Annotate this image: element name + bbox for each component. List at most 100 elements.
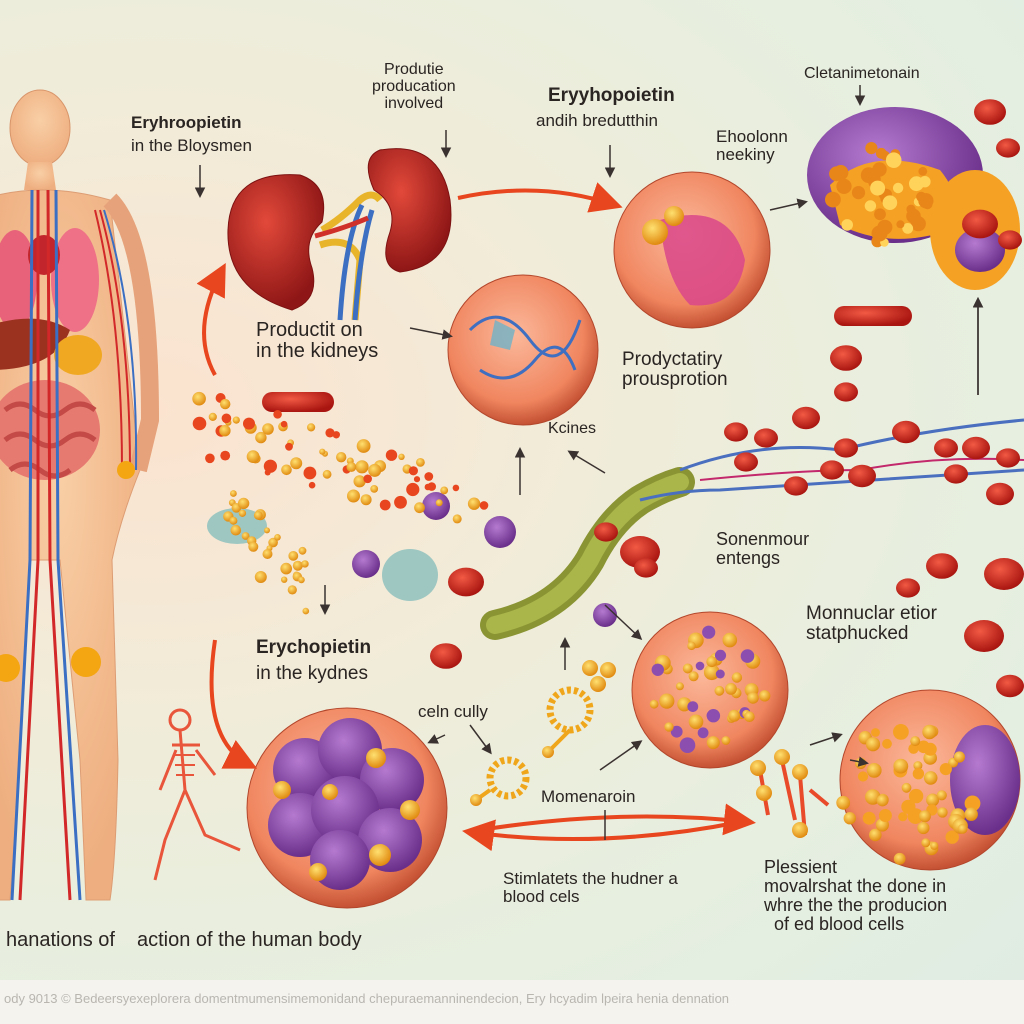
hormone-particle: [325, 428, 335, 438]
hormone-particle: [874, 167, 884, 177]
hormone-particle: [298, 546, 307, 555]
hormone-particle: [740, 649, 755, 663]
hormone-particle: [893, 724, 909, 740]
red-blood-cell: [754, 428, 778, 448]
hormone-particle: [706, 656, 718, 668]
hormone-particle: [664, 722, 674, 732]
hormone-particle: [714, 649, 727, 662]
hormone-particle: [287, 585, 297, 595]
hormone-particle: [851, 186, 866, 200]
hormone-particle: [865, 142, 878, 155]
hormone-particle: [322, 469, 332, 479]
hormone-particle: [688, 714, 704, 730]
hormone-particle: [263, 459, 277, 473]
hormone-particle: [910, 216, 926, 232]
hormone-particle: [264, 527, 270, 534]
hormone-particle: [841, 219, 853, 231]
hormone-particle: [714, 685, 725, 696]
hormone-particle: [254, 571, 267, 583]
pointer-arrows: [194, 85, 978, 840]
label-momenaroin: Momenaroin: [541, 787, 636, 806]
hormone-particle: [945, 830, 959, 844]
hormone-particle: [892, 182, 904, 194]
human-body-figure: [0, 89, 160, 901]
label-body-sub: in the Bloysmen: [131, 136, 252, 155]
hormone-particle: [908, 743, 919, 754]
hormone-particle: [670, 725, 683, 738]
red-blood-cell: [996, 138, 1020, 158]
hormone-particle: [930, 841, 939, 850]
label-plessient: Plessient movalrshat the done in whre th…: [764, 857, 948, 934]
hormone-particle: [825, 191, 841, 208]
purple-cell: [422, 492, 450, 520]
hormone-particle: [220, 398, 231, 410]
red-cell-section-circle: [613, 171, 771, 329]
hormone-particle: [906, 204, 916, 214]
hormone-particle: [939, 763, 952, 776]
hormone-particle: [893, 758, 909, 774]
hormone-particle: [923, 771, 938, 785]
hormone-particle: [747, 692, 759, 704]
purple-cell-cutaway: [807, 107, 1020, 290]
red-blood-cell: [926, 553, 958, 579]
label-top-mid-sub: andih bredutthin: [536, 111, 658, 130]
hormone-particle: [687, 641, 696, 651]
hormone-particle: [281, 576, 288, 583]
purple-cell: [484, 516, 516, 548]
footer-bar: ody 9013 © Bedeersyexeplorera domentmume…: [0, 980, 1024, 1024]
hormone-particle: [262, 549, 273, 559]
hormone-particle: [679, 737, 696, 753]
hormone-particle: [220, 450, 231, 461]
label-ehoolonn: Ehoolonn neekiny: [716, 127, 788, 164]
hormone-particle: [285, 442, 293, 451]
hormone-particle: [229, 516, 238, 525]
hormone-particle: [416, 458, 425, 467]
purple-cell: [352, 550, 380, 578]
hormone-particle: [241, 532, 250, 540]
hormone-particle: [467, 497, 481, 510]
pale-cell: [382, 549, 438, 601]
hormone-particle: [675, 682, 684, 691]
red-blood-cell: [986, 482, 1014, 506]
pin-molecules: [750, 749, 830, 838]
hormone-particle: [347, 489, 360, 503]
hormone-particle: [715, 669, 725, 679]
hormone-particle: [682, 663, 693, 674]
purple-cell-cluster-circle: [246, 707, 448, 909]
hormone-particle: [907, 808, 924, 824]
hormone-particle: [273, 410, 282, 419]
hormone-particle: [479, 501, 489, 510]
hormone-particle: [913, 761, 923, 771]
hormone-particle: [408, 466, 418, 476]
red-blood-cell: [996, 674, 1024, 698]
hormone-particle: [255, 431, 267, 444]
skeleton-figure: [153, 708, 241, 881]
hormone-particle: [728, 709, 741, 722]
hormone-particle: [857, 771, 869, 782]
hormone-particle: [833, 165, 849, 181]
hormone-particle: [882, 195, 898, 210]
hormone-particles: [192, 142, 981, 865]
hormone-particle: [237, 497, 250, 510]
hormone-particle: [363, 474, 373, 484]
hormone-particle: [230, 490, 237, 497]
hormone-particle: [248, 541, 259, 552]
red-blood-cell: [594, 522, 618, 542]
hormone-particle: [875, 147, 887, 159]
red-blood-cell: [830, 345, 862, 371]
red-blood-cell: [430, 643, 462, 669]
red-blood-cell: [834, 438, 858, 458]
red-blood-cell: [734, 452, 758, 472]
hormone-particle: [288, 551, 299, 561]
hormone-particle: [192, 391, 206, 406]
hormone-particle: [885, 152, 902, 168]
hormone-particle: [687, 701, 699, 712]
hormone-particle: [238, 509, 247, 517]
label-stimulates: Stimlatets the hudner a blood cels: [503, 869, 678, 906]
hormone-particle: [964, 807, 978, 821]
purple-cell: [593, 603, 617, 627]
red-blood-cell: [834, 382, 858, 402]
hormone-particle: [308, 481, 316, 489]
hormone-particle: [394, 495, 407, 509]
label-top-center: Produtie producation involved: [372, 61, 456, 112]
